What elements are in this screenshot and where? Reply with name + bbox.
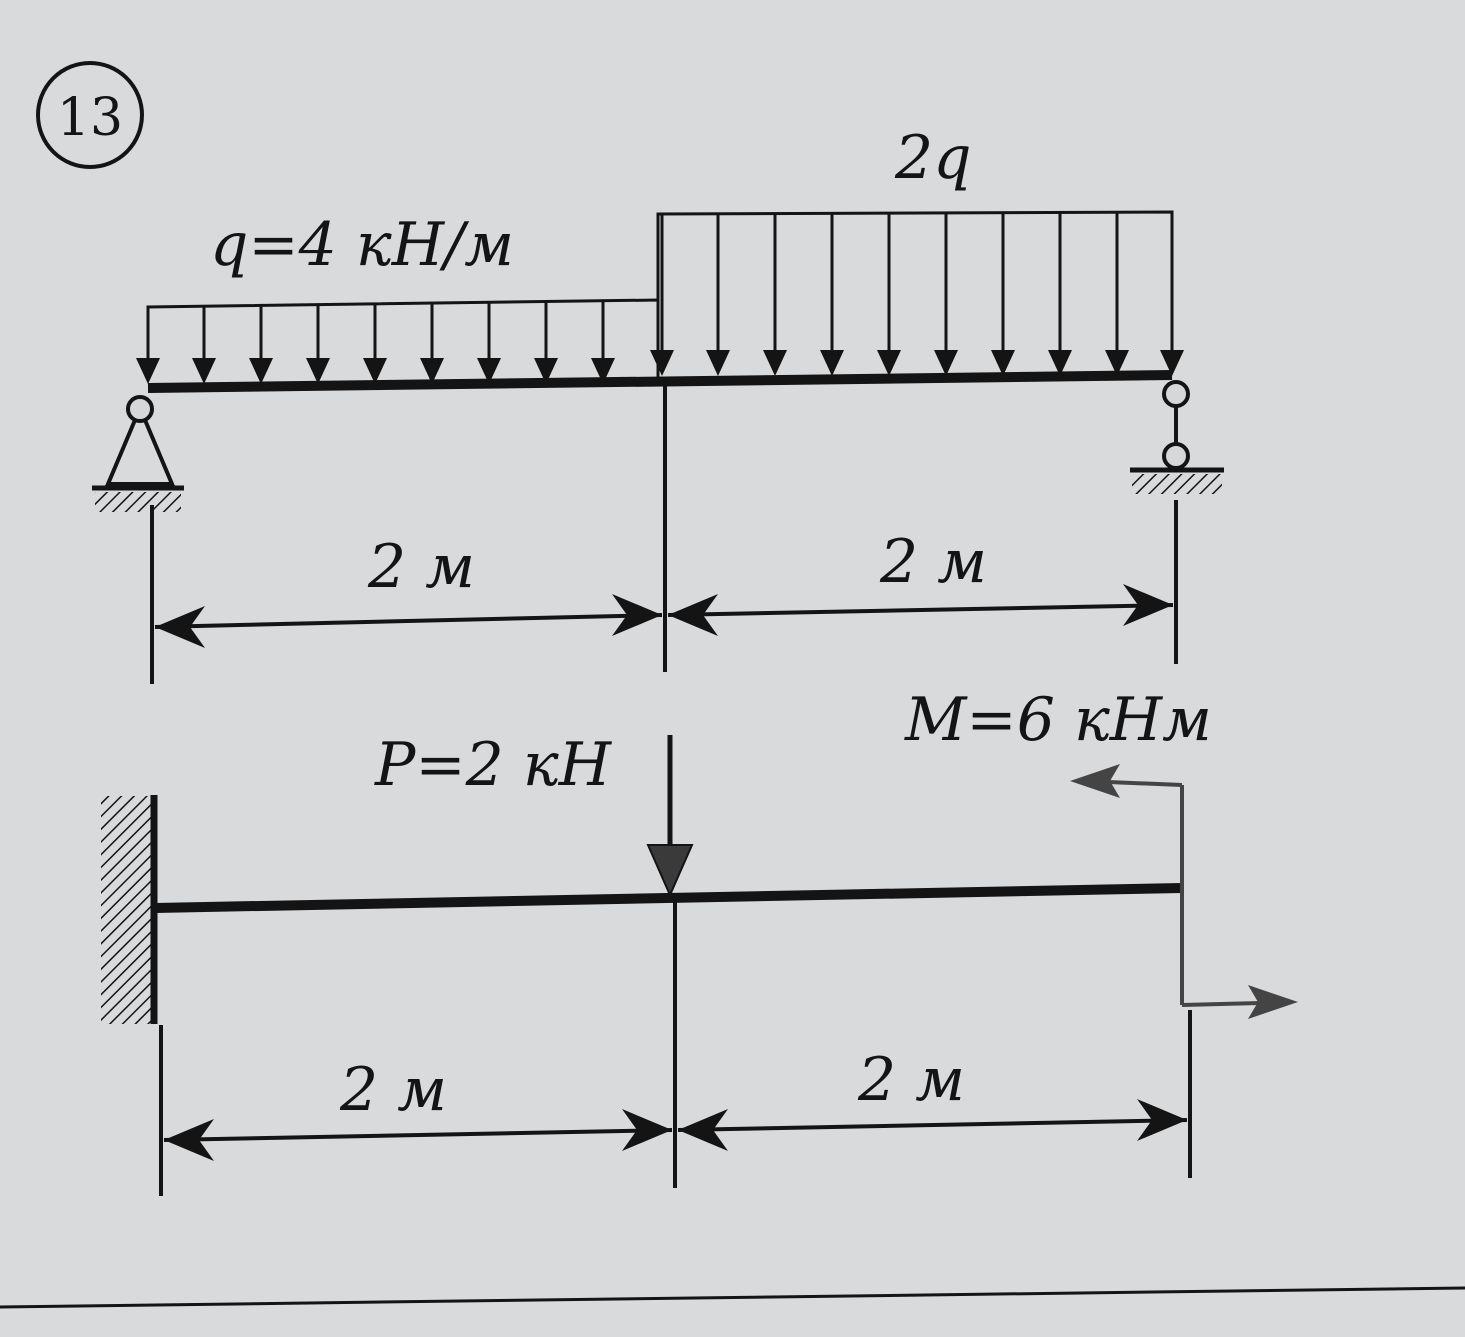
load-2q-arrow-arrowhead — [934, 350, 958, 376]
dim-arrowhead — [668, 594, 718, 636]
span-left-label: 2 м — [367, 532, 475, 602]
roller-support — [1130, 380, 1224, 494]
load-q-arrow-arrowhead — [477, 358, 501, 384]
load-q-label: q=4 кН/м — [210, 210, 514, 280]
dim-arrowhead — [612, 594, 662, 636]
load-2q-arrow-arrowhead — [820, 350, 844, 376]
load-q-arrow-arrowhead — [591, 358, 615, 384]
span-left-label: 2 м — [339, 1055, 447, 1125]
distributed-load-2q — [650, 210, 1184, 376]
problem-number: 13 — [36, 61, 144, 169]
beam-2-member — [154, 883, 1183, 913]
beam-1-dimensions — [150, 385, 1178, 684]
beam-2-dimensions — [159, 900, 1192, 1196]
moment-couple — [1070, 764, 1298, 1019]
beam-2: P=2 кН M=6 кНм 2 м 2 м — [101, 685, 1298, 1196]
load-q-arrow-arrowhead — [249, 358, 273, 384]
load-q-arrow-arrowhead — [306, 358, 330, 384]
problem-number-circle — [36, 61, 144, 169]
distributed-load-q — [136, 298, 660, 384]
dim-arrowhead — [1123, 584, 1173, 626]
load-q-arrow-arrowhead — [136, 358, 160, 384]
dimension-line-left — [163, 1128, 673, 1142]
load-q-arrow-arrowhead — [363, 358, 387, 384]
beam-1-member — [147, 370, 1173, 393]
load-q-arrow-arrowhead — [420, 358, 444, 384]
span-right-label: 2 м — [857, 1045, 965, 1115]
load-2q-arrow-arrowhead — [1160, 350, 1184, 376]
load-2q-arrow-arrowhead — [650, 350, 674, 376]
load-2q-arrow-arrowhead — [763, 350, 787, 376]
load-2q-label: 2q — [894, 123, 972, 193]
load-2q-arrow-arrowhead — [1048, 350, 1072, 376]
moment-m-label: M=6 кНм — [904, 685, 1212, 755]
point-force-p — [646, 735, 694, 898]
pinned-support — [92, 395, 184, 512]
dim-arrowhead — [678, 1109, 728, 1151]
load-2q-arrow-arrowhead — [706, 350, 730, 376]
dimension-line-right — [677, 1118, 1188, 1132]
dim-arrowhead — [1137, 1099, 1187, 1141]
force-p-label: P=2 кН — [374, 730, 613, 800]
fixed-support — [101, 795, 158, 1024]
page-divider — [0, 1286, 1465, 1309]
beam-1: q=4 кН/м 2q 2 м 2 м — [92, 123, 1224, 684]
dimension-line-left — [154, 613, 663, 629]
dim-arrowhead — [155, 606, 205, 648]
dimension-line-right — [667, 603, 1174, 617]
load-2q-arrow-arrowhead — [1105, 350, 1129, 376]
problem-number-text: 13 — [57, 88, 123, 148]
load-2q-arrow-arrowhead — [991, 350, 1015, 376]
load-q-arrow-arrowhead — [534, 358, 558, 384]
dim-arrowhead — [622, 1109, 672, 1151]
load-2q-arrow-arrowhead — [877, 350, 901, 376]
load-q-arrow-arrowhead — [192, 358, 216, 384]
dim-arrowhead — [164, 1119, 214, 1161]
span-right-label: 2 м — [879, 527, 987, 597]
